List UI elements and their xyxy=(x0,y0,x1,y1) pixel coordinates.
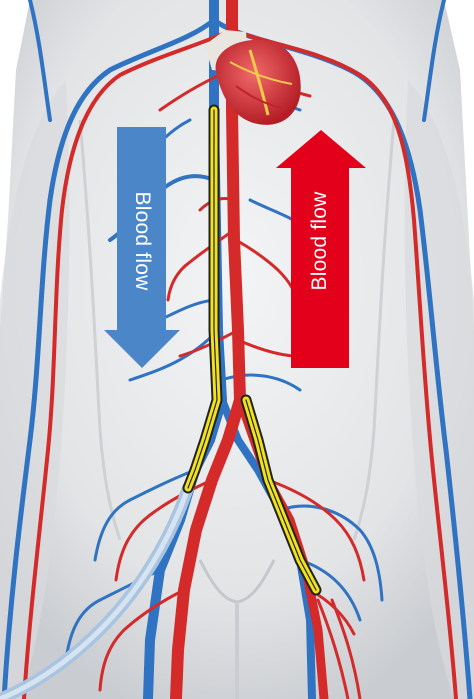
external-catheter-tubing xyxy=(0,482,194,699)
arteries xyxy=(22,0,458,699)
heart-illustration xyxy=(205,30,301,125)
catheter-line xyxy=(182,104,322,596)
upward-flow-arrow xyxy=(276,130,366,368)
blood-flow-label-down: Blood flow xyxy=(131,191,154,291)
blood-flow-label-up: Blood flow xyxy=(308,191,331,291)
downward-flow-arrow xyxy=(104,127,180,368)
